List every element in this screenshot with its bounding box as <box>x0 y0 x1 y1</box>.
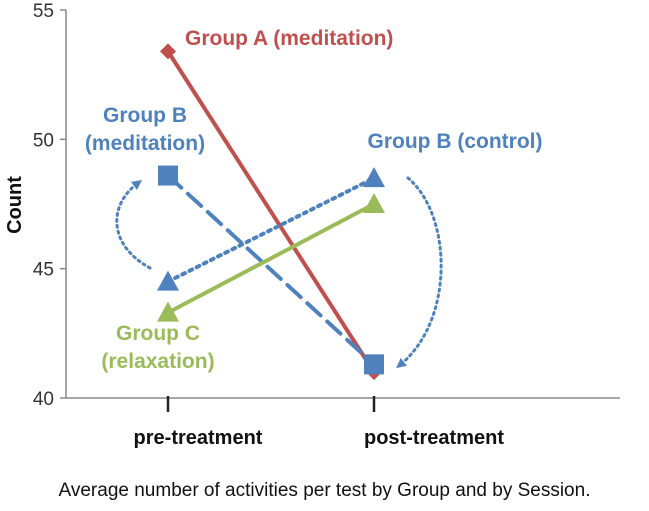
y-tick-label-55: 55 <box>33 1 54 22</box>
right-curved-arrow <box>396 176 443 369</box>
series-label-3-line-0: Group C <box>116 322 200 345</box>
series-line-3 <box>166 202 376 315</box>
point-1-0 <box>158 165 178 186</box>
point-3-1 <box>363 193 385 213</box>
point-2-1 <box>363 167 385 188</box>
y-tick-label-45: 45 <box>33 260 54 281</box>
y-axis-title: Count <box>4 176 26 234</box>
x-tick-label-post-treatment: post-treatment <box>364 427 504 449</box>
series-label-3-line-1: (relaxation) <box>101 350 214 373</box>
series-line-1 <box>166 173 376 367</box>
series-label-0-line-0: Group A (meditation) <box>185 27 393 50</box>
point-2-0 <box>157 270 179 291</box>
point-1-1 <box>364 354 384 375</box>
series-line-0 <box>166 49 376 375</box>
series-labels: Group A (meditation) Group B (meditation) G… <box>85 27 543 373</box>
point-0-0 <box>160 43 176 60</box>
series-label-1-line-0: Group B <box>103 104 187 127</box>
series-group <box>157 43 385 381</box>
left-curved-arrow <box>115 180 152 270</box>
series-label-1-line-1: (meditation) <box>85 132 205 155</box>
x-tick-label-pre-treatment: pre-treatment <box>134 427 263 449</box>
series-label-2-line-0: Group B (control) <box>368 130 543 153</box>
series-line-2 <box>166 176 376 284</box>
y-tick-label-40: 40 <box>33 389 54 410</box>
swap-arrows <box>115 176 443 369</box>
figure-caption: Average number of activities per test by… <box>58 480 591 501</box>
y-tick-label-50: 50 <box>33 130 54 151</box>
point-3-0 <box>157 301 179 322</box>
